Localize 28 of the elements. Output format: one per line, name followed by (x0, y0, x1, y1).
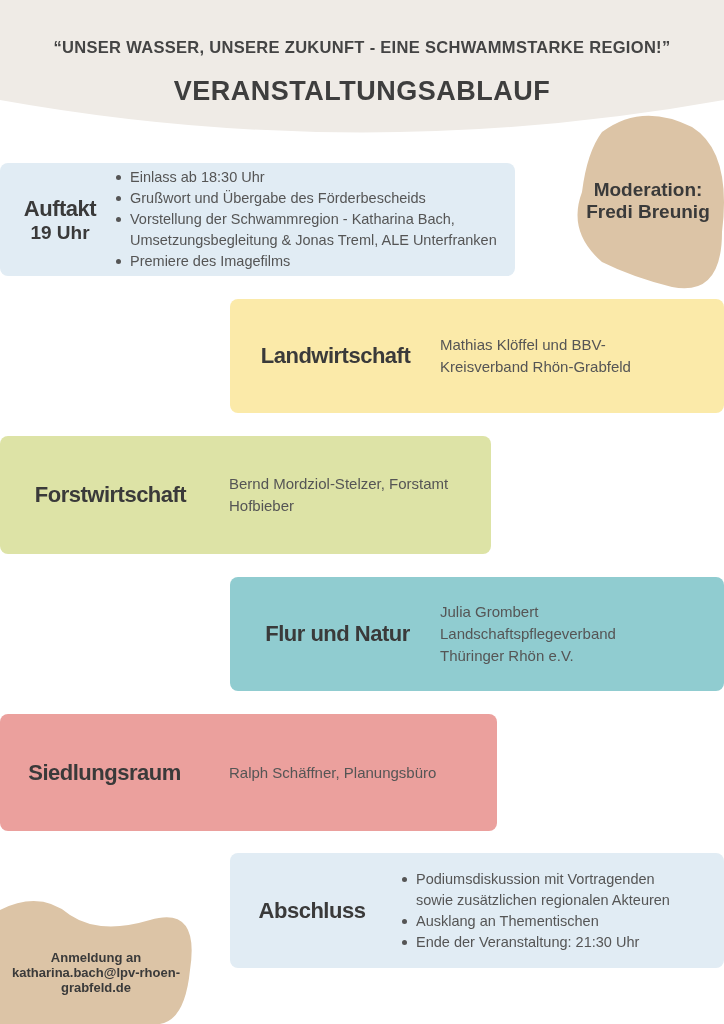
title: VERANSTALTUNGSABLAUF (172, 76, 552, 107)
section-heading: Auftakt (22, 195, 98, 222)
section-card (0, 714, 497, 831)
section-card (0, 436, 491, 554)
section-card (230, 853, 724, 968)
time-text: 19 Uhr (29, 221, 91, 244)
section-heading: Forstwirtschaft (33, 482, 188, 508)
registration-note: Anmeldung an katharina.bach@lpv-rhoen-grabfeld.de (11, 948, 181, 995)
speaker-text: Mathias Klöffel und BBV-Kreisverband Rhön-Grabfeld (440, 335, 632, 377)
section-heading: Siedlungsraum (27, 759, 182, 786)
speaker-text: Julia Grombert Landschaftspflegeverband Thüringer Rhön e.V. (440, 602, 617, 666)
bullet-item: Vorstellung der Schwammregion - Katharina Bach, Umsetzungsbegleitung & Jonas Treml, ALE Unterfranken (130, 211, 497, 248)
moderator-text: Moderation: Fredi Breunig (585, 179, 711, 223)
bullet-item: Einlass ab 18:30 Uhr (130, 169, 265, 185)
section-heading: Flur und Natur (264, 621, 411, 647)
bullet-item: Podiumsdiskussion mit Vortragenden sowie zusätzlichen regionalen Akteuren (416, 870, 670, 908)
bullet-item: Grußwort und Übergabe des Förderbescheids (130, 190, 426, 206)
speaker-text: Ralph Schäffner, Planungsbüro (229, 762, 438, 783)
bullet-item: Ende der Veranstaltung: 21:30 Uhr (416, 933, 640, 950)
section-card (230, 299, 724, 413)
section-heading: Landwirtschaft (259, 343, 412, 369)
section-heading: Abschluss (257, 897, 367, 924)
bullet-item: Ausklang an Thementischen (416, 912, 599, 929)
speaker-text: Bernd Mordziol-Stelzer, Forstamt Hofbieber (229, 474, 450, 516)
section-card (0, 163, 515, 276)
slogan-text: “UNSER WASSER, UNSERE ZUKUNFT - EINE SCHWAMMSTARKE REGION!” (52, 38, 672, 57)
section-card (230, 577, 724, 691)
bullet-item: Premiere des Imagefilms (130, 253, 291, 269)
